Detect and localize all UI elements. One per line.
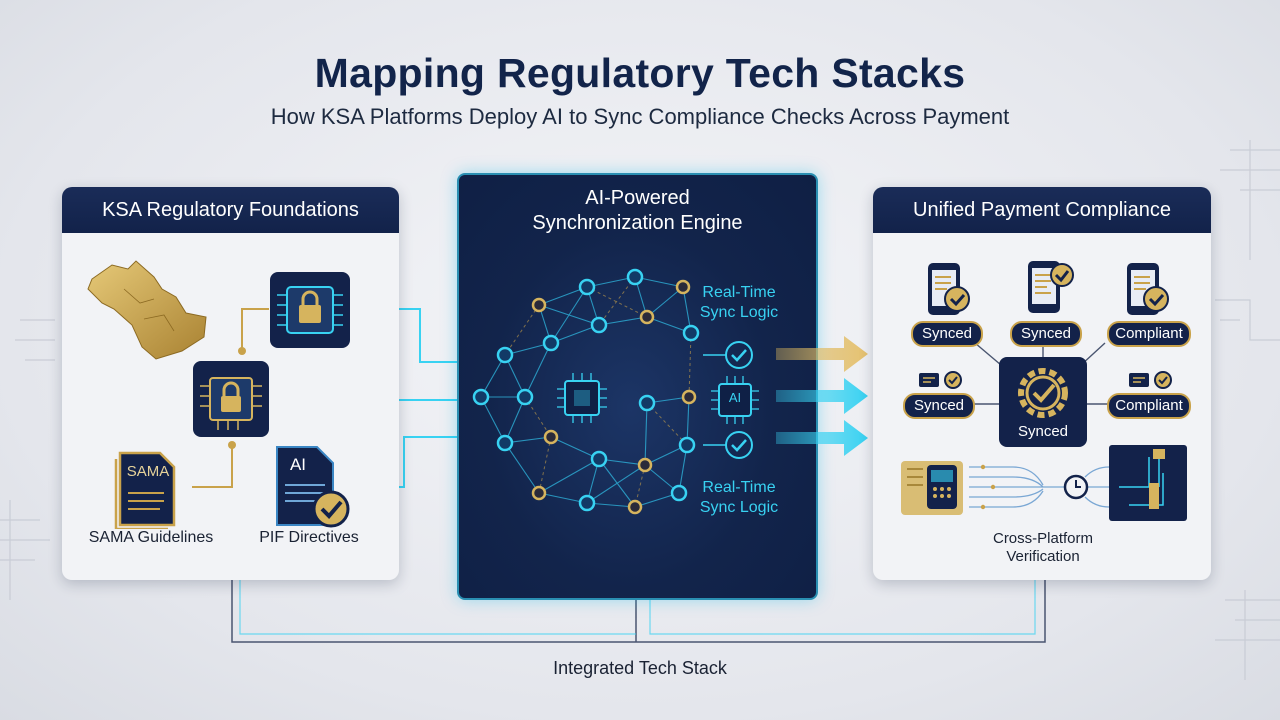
status-badge: Compliant [1107,393,1191,419]
network-node [639,309,655,325]
status-badge: Synced [911,321,983,347]
security-chip-icon [193,361,269,437]
center-heading-line1: AI-Powered [585,187,690,209]
sama-document-icon: SAMA [114,449,184,529]
pif-document-icon: AI [275,445,355,531]
circuit-board-icon [1109,445,1187,521]
network-node [531,297,547,313]
network-node [543,429,559,445]
network-node [627,499,643,515]
left-panel-connectors [192,308,269,488]
lock-chip-icon [270,272,350,348]
network-node [675,279,691,295]
network-node [637,457,653,473]
page-title: Mapping Regulatory Tech Stacks [314,50,966,96]
sync-logic-top-label: Real-Time Sync Logic [674,283,804,323]
caption-sama-guidelines: SAMA Guidelines [88,529,214,546]
check-circle-top-icon [725,341,753,369]
network-node [678,436,696,454]
network-node [681,389,697,405]
footer-label: Integrated Tech Stack [553,658,727,678]
sync-bottom-line2: Sync Logic [699,499,779,516]
network-node [578,494,596,512]
ai-chip-label: AI [728,390,742,405]
network-node [472,388,490,406]
status-badge: Synced [1017,423,1069,440]
check-circle-bottom-icon [725,431,753,459]
network-node [590,316,608,334]
caption-line2: Verification [1006,548,1080,565]
network-node [496,346,514,364]
network-node [590,450,608,468]
sync-top-line2: Sync Logic [699,304,779,321]
arrow-gold-icon [776,336,868,372]
right-panel-heading: Unified Payment Compliance [873,187,1211,233]
status-badge: Synced [1010,321,1082,347]
network-node [638,394,656,412]
caption-pif-directives: PIF Directives [259,529,359,546]
document-check-icon [276,446,350,528]
network-node [626,268,644,286]
sama-document-label: SAMA [126,463,170,480]
status-badge: Synced [903,393,975,419]
right-panel-connectors [901,261,1187,521]
status-badge: Compliant [1107,321,1191,347]
sync-bottom-line1: Real-Time [702,479,776,496]
network-node [542,334,560,352]
network-node [682,324,700,342]
arrow-cyan-icon [776,378,868,414]
sync-top-line1: Real-Time [702,284,776,301]
sync-arrows [776,336,868,456]
left-panel-heading: KSA Regulatory Foundations [62,187,399,233]
caption-cross-platform: Cross-Platform Verification [963,530,1123,566]
network-node [496,434,514,452]
center-heading-line2: Synchronization Engine [532,212,743,234]
phone-check-icons [928,261,1169,315]
right-panel: Unified Payment Compliance [873,187,1211,580]
network-node [578,278,596,296]
pif-document-label: AI [289,455,307,474]
network-node [531,485,547,501]
network-node [516,388,534,406]
arrow-cyan-icon [776,420,868,456]
saudi-map-icon [87,260,207,360]
network-node [670,484,688,502]
sync-logic-bottom-label: Real-Time Sync Logic [674,478,804,518]
left-panel: KSA Regulatory Foundations [62,187,399,580]
gear-check-icon [999,357,1087,447]
page-subtitle: How KSA Platforms Deploy AI to Sync Comp… [270,104,1010,129]
caption-line1: Cross-Platform [992,530,1093,547]
neural-network-graphic [472,268,759,515]
document-icon [114,451,176,529]
center-panel-heading: AI-Powered Synchronization Engine [459,186,816,236]
center-panel: AI-Powered Synchronization Engine AI Rea… [457,173,818,600]
